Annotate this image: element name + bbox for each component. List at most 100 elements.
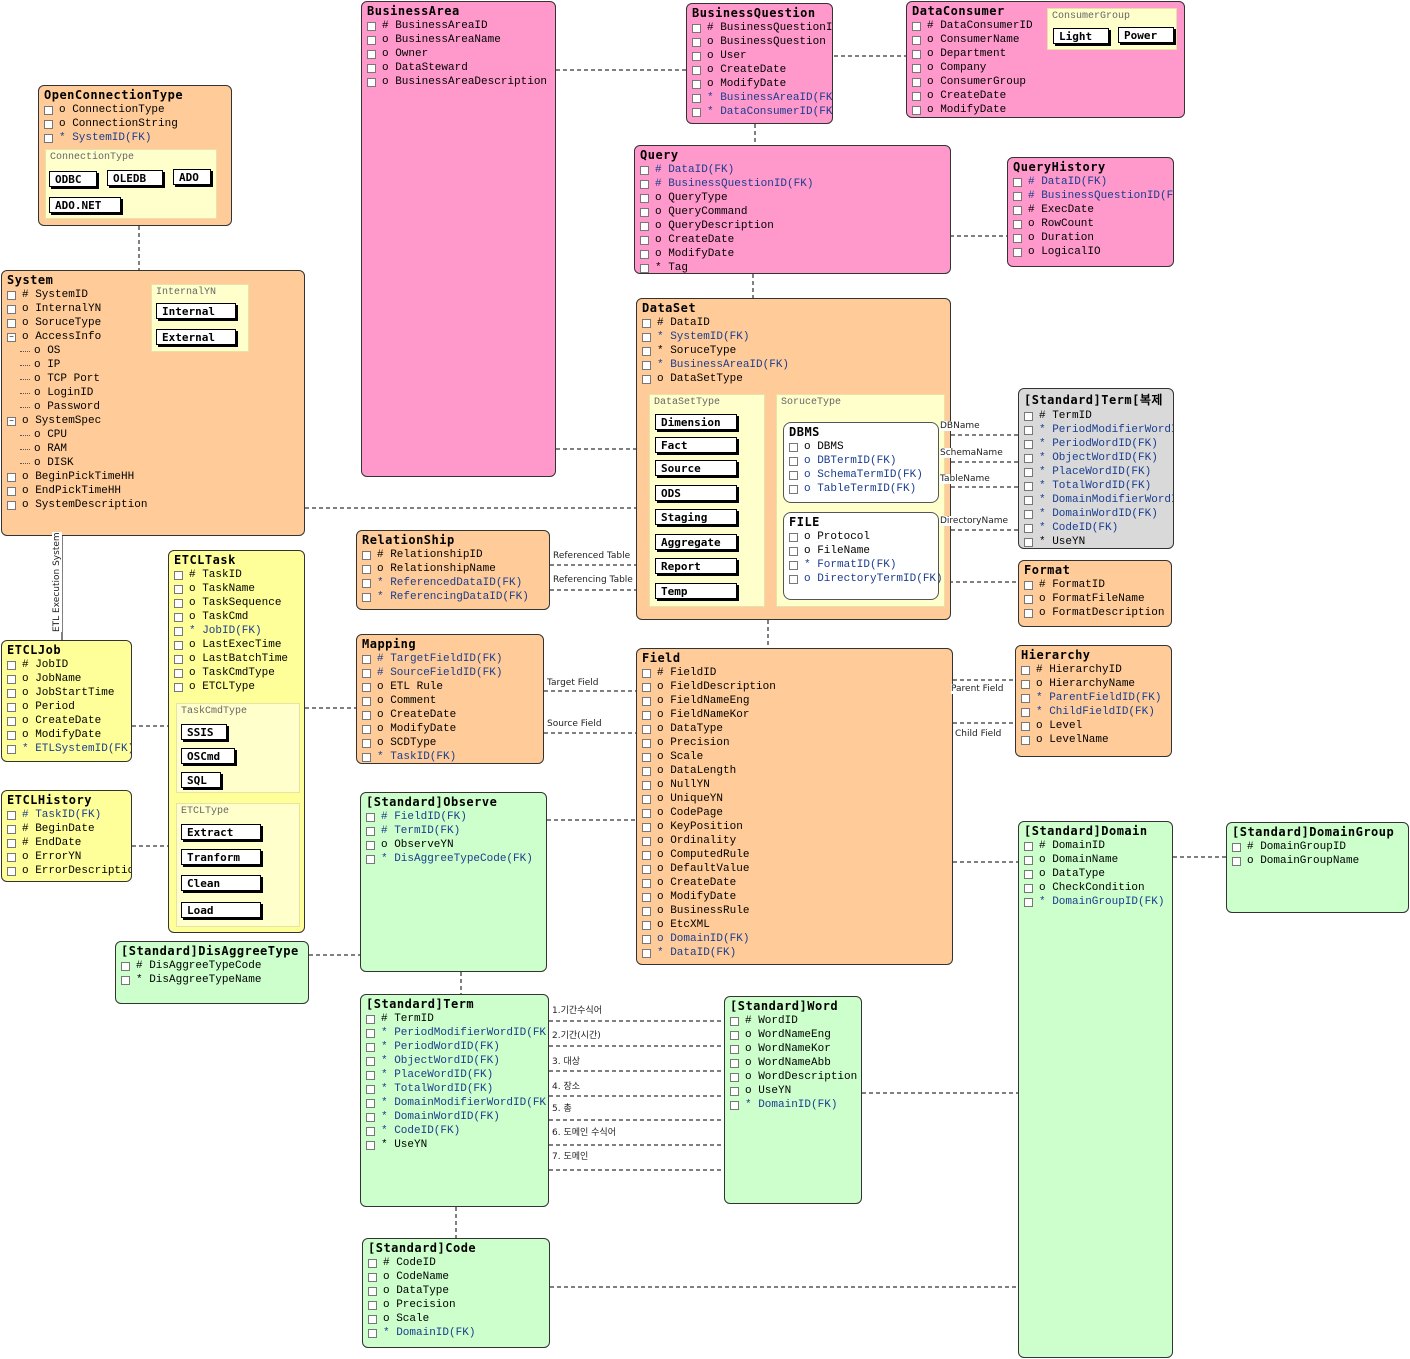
- attribute-row[interactable]: * DomainID(FK): [363, 1326, 549, 1340]
- attribute-row[interactable]: # SourceFieldID(FK): [357, 666, 543, 680]
- attribute-row[interactable]: o ErrorDescription: [2, 864, 131, 878]
- attribute-row[interactable]: # BusinessQuestionID: [687, 21, 832, 35]
- attribute-row[interactable]: o ConnectionString: [39, 117, 231, 131]
- attribute-row[interactable]: o CPU: [2, 428, 304, 442]
- attribute-row[interactable]: o OS: [2, 344, 304, 358]
- entity-standard-disaggree-type[interactable]: [Standard]DisAggreeType # DisAggreeTypeC…: [115, 941, 309, 1004]
- attribute-row[interactable]: o FieldNameEng: [637, 694, 952, 708]
- attribute-row[interactable]: # RelationshipID: [357, 548, 549, 562]
- attribute-row[interactable]: −o AccessInfo: [2, 330, 304, 344]
- attribute-row[interactable]: # DataID: [637, 316, 950, 330]
- attribute-row[interactable]: o ModifyDate: [907, 103, 1184, 117]
- attribute-row[interactable]: # DataID(FK): [635, 163, 950, 177]
- attribute-row[interactable]: o DataType: [363, 1284, 549, 1298]
- attribute-row[interactable]: o CreateDate: [637, 876, 952, 890]
- attribute-row[interactable]: o DirectoryTermID(FK): [784, 572, 943, 586]
- attribute-row[interactable]: o Period: [2, 700, 131, 714]
- attribute-row[interactable]: o Company: [907, 61, 1184, 75]
- attribute-row[interactable]: o Comment: [357, 694, 543, 708]
- attribute-row[interactable]: * DataConsumerID(FK): [687, 105, 832, 119]
- attribute-row[interactable]: * FormatID(FK): [784, 558, 938, 572]
- attribute-row[interactable]: o Ordinality: [637, 834, 952, 848]
- attribute-row[interactable]: o ModifyDate: [635, 247, 950, 261]
- attribute-row[interactable]: o ConsumerName: [907, 33, 1184, 47]
- attribute-row[interactable]: # DomainID: [1019, 839, 1172, 853]
- attribute-row[interactable]: o ModifyDate: [637, 890, 952, 904]
- attribute-row[interactable]: o Scale: [637, 750, 952, 764]
- attribute-row[interactable]: o BusinessRule: [637, 904, 952, 918]
- attribute-row[interactable]: o Precision: [363, 1298, 549, 1312]
- attribute-row[interactable]: # SystemID: [2, 288, 304, 302]
- entity-query-history[interactable]: QueryHistory # DataID(FK)# BusinessQuest…: [1007, 157, 1174, 267]
- entity-standard-observe[interactable]: [Standard]Observe # FieldID(FK)# TermID(…: [360, 792, 547, 972]
- attribute-row[interactable]: * CodeID(FK): [361, 1124, 548, 1138]
- attribute-row[interactable]: o CodeName: [363, 1270, 549, 1284]
- attribute-row[interactable]: o FieldNameKor: [637, 708, 952, 722]
- attribute-row[interactable]: * DomainModifierWordID(FK): [1019, 493, 1173, 507]
- attribute-row[interactable]: o ModifyDate: [357, 722, 543, 736]
- attribute-row[interactable]: o WordDescription: [725, 1070, 861, 1084]
- entity-data-set[interactable]: DataSet # DataID* SystemID(FK)* SoruceTy…: [636, 298, 951, 620]
- attribute-row[interactable]: o InternalYN: [2, 302, 304, 316]
- attribute-row[interactable]: o CheckCondition: [1019, 881, 1172, 895]
- attribute-row[interactable]: o ConnectionType: [39, 103, 231, 117]
- attribute-row[interactable]: * BusinessAreaID(FK): [637, 358, 950, 372]
- entity-query[interactable]: Query # DataID(FK)# BusinessQuestionID(F…: [634, 145, 951, 274]
- attribute-row[interactable]: o CreateDate: [687, 63, 832, 77]
- attribute-row[interactable]: o DataType: [637, 722, 952, 736]
- attribute-row[interactable]: o LoginID: [2, 386, 304, 400]
- attribute-row[interactable]: * UseYN: [1019, 535, 1173, 548]
- attribute-row[interactable]: o DISK: [2, 456, 304, 470]
- attribute-row[interactable]: # CodeID: [363, 1256, 549, 1270]
- attribute-row[interactable]: o DataLength: [637, 764, 952, 778]
- entity-mapping[interactable]: Mapping # TargetFieldID(FK)# SourceField…: [356, 634, 544, 764]
- attribute-row[interactable]: o LastBatchTime: [169, 652, 304, 666]
- attribute-row[interactable]: o BeginPickTimeHH: [2, 470, 304, 484]
- attribute-row[interactable]: o BusinessAreaDescription: [362, 75, 555, 89]
- attribute-row[interactable]: # DataConsumerID: [907, 19, 1184, 33]
- attribute-row[interactable]: # DataID(FK): [1008, 175, 1173, 189]
- attribute-row[interactable]: # HierarchyID: [1016, 663, 1171, 677]
- attribute-row[interactable]: −o SystemSpec: [2, 414, 304, 428]
- attribute-row[interactable]: * DomainModifierWordID(FK): [361, 1096, 548, 1110]
- attribute-row[interactable]: * Tag: [635, 261, 950, 273]
- attribute-row[interactable]: * SystemID(FK): [39, 131, 231, 145]
- attribute-row[interactable]: o User: [687, 49, 832, 63]
- attribute-row[interactable]: o Protocol: [784, 530, 938, 544]
- attribute-row[interactable]: o ErrorYN: [2, 850, 131, 864]
- attribute-row[interactable]: o UniqueYN: [637, 792, 952, 806]
- attribute-row[interactable]: * PlaceWordID(FK): [361, 1068, 548, 1082]
- attribute-row[interactable]: * TotalWordID(FK): [361, 1082, 548, 1096]
- attribute-row[interactable]: o SoruceType: [2, 316, 304, 330]
- attribute-row[interactable]: o TaskCmdType: [169, 666, 304, 680]
- attribute-row[interactable]: o FormatFileName: [1019, 592, 1171, 606]
- attribute-row[interactable]: # FieldID: [637, 666, 952, 680]
- attribute-row[interactable]: * TotalWordID(FK): [1019, 479, 1173, 493]
- attribute-row[interactable]: o QueryCommand: [635, 205, 950, 219]
- attribute-row[interactable]: # TaskID(FK): [2, 808, 131, 822]
- attribute-row[interactable]: o CodePage: [637, 806, 952, 820]
- attribute-row[interactable]: o ETL Rule: [357, 680, 543, 694]
- attribute-row[interactable]: * BusinessAreaID(FK): [687, 91, 832, 105]
- attribute-row[interactable]: # DisAggreeTypeCode: [116, 959, 308, 973]
- attribute-row[interactable]: o IP: [2, 358, 304, 372]
- attribute-row[interactable]: o CreateDate: [635, 233, 950, 247]
- attribute-row[interactable]: o CreateDate: [2, 714, 131, 728]
- attribute-row[interactable]: o DomainName: [1019, 853, 1172, 867]
- attribute-row[interactable]: # BeginDate: [2, 822, 131, 836]
- attribute-row[interactable]: # BusinessAreaID: [362, 19, 555, 33]
- attribute-row[interactable]: * ParentFieldID(FK): [1016, 691, 1171, 705]
- attribute-row[interactable]: * DomainID(FK): [725, 1098, 861, 1112]
- attribute-row[interactable]: o Department: [907, 47, 1184, 61]
- attribute-row[interactable]: * TaskID(FK): [357, 750, 543, 763]
- attribute-row[interactable]: o FieldDescription: [637, 680, 952, 694]
- attribute-row[interactable]: o LevelName: [1016, 733, 1171, 747]
- attribute-row[interactable]: o HierarchyName: [1016, 677, 1171, 691]
- attribute-row[interactable]: o CreateDate: [357, 708, 543, 722]
- attribute-row[interactable]: # TermID(FK): [361, 824, 546, 838]
- attribute-row[interactable]: o FormatDescription: [1019, 606, 1171, 620]
